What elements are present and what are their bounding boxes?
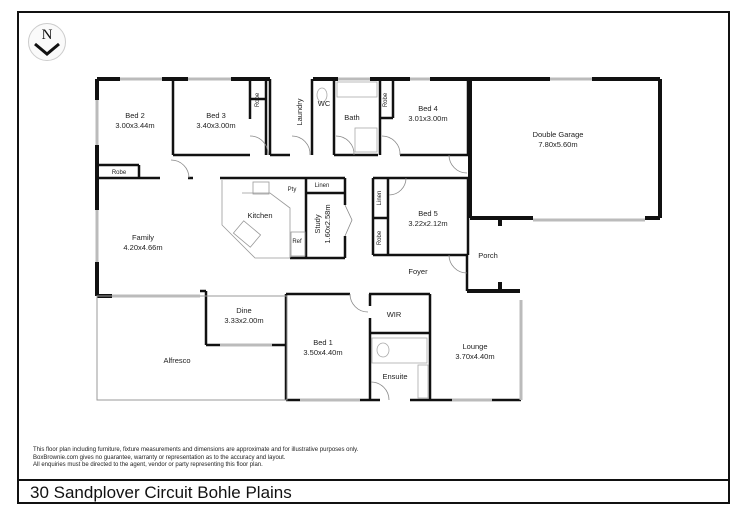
compass-letter: N [41,27,53,43]
room-dims: 3.22x2.12m [408,219,448,228]
room-alfresco: Alfresco [163,356,191,365]
disclaimer-line: All enquiries must be directed to the ag… [33,462,263,468]
room-dims: 3.33x2.00m [224,316,264,325]
room-name: Double Garage [532,130,584,139]
room-name: Dine [236,306,252,315]
linen-bed5: Linen [377,190,383,206]
room-name: Lounge [462,342,488,351]
room-name: Study [313,214,322,234]
compass-chevron-icon [34,42,60,56]
room-name: Bed 4 [418,104,438,113]
room-kitchen: Kitchen [247,211,273,220]
property-address: 30 Sandplover Circuit Bohle Plains [30,483,292,502]
room-dims: 3.50x4.40m [303,348,343,357]
disclaimer: This floor plan including furniture, fix… [33,447,358,470]
robe-bed4: Robe [383,92,389,108]
disclaimer-line: BoxBrownie.com gives no guarantee, warra… [33,454,286,461]
room-dims: 7.80x5.60m [538,140,578,149]
room-name: Family [131,233,155,242]
room-dims: 3.00x3.44m [115,121,155,130]
room-name: Bed 1 [313,338,333,347]
north-compass-icon: N [28,23,66,61]
title-divider [17,479,730,481]
room-dims: 3.70x4.40m [455,352,495,361]
fridge: Ref [292,239,302,245]
room-wc: WC [317,99,331,108]
room-dims: 4.20x4.66m [123,243,163,252]
robe-bed3: Robe [255,92,261,108]
room-ensuite: Ensuite [382,372,408,381]
room-name: Bed 3 [206,111,226,120]
robe-bed2: Robe [111,170,127,176]
room-name: Bed 5 [418,209,438,218]
room-dims: 3.40x3.00m [196,121,236,130]
room-dims: 3.01x3.00m [408,114,448,123]
room-wir: WIR [386,310,402,319]
linen-hall: Linen [314,183,330,189]
room-name: Bed 2 [125,111,145,120]
room-foyer: Foyer [408,267,428,276]
room-bath: Bath [344,113,360,122]
floor-plan [95,77,662,402]
room-porch: Porch [478,251,498,260]
robe-bed5: Robe [377,230,383,246]
room-laundry: Laundry [295,98,304,126]
pantry: Pty [287,187,297,193]
room-dims: 1.60x2.58m [323,204,332,244]
page-frame [17,11,730,504]
disclaimer-line: This floor plan including furniture, fix… [33,447,359,453]
